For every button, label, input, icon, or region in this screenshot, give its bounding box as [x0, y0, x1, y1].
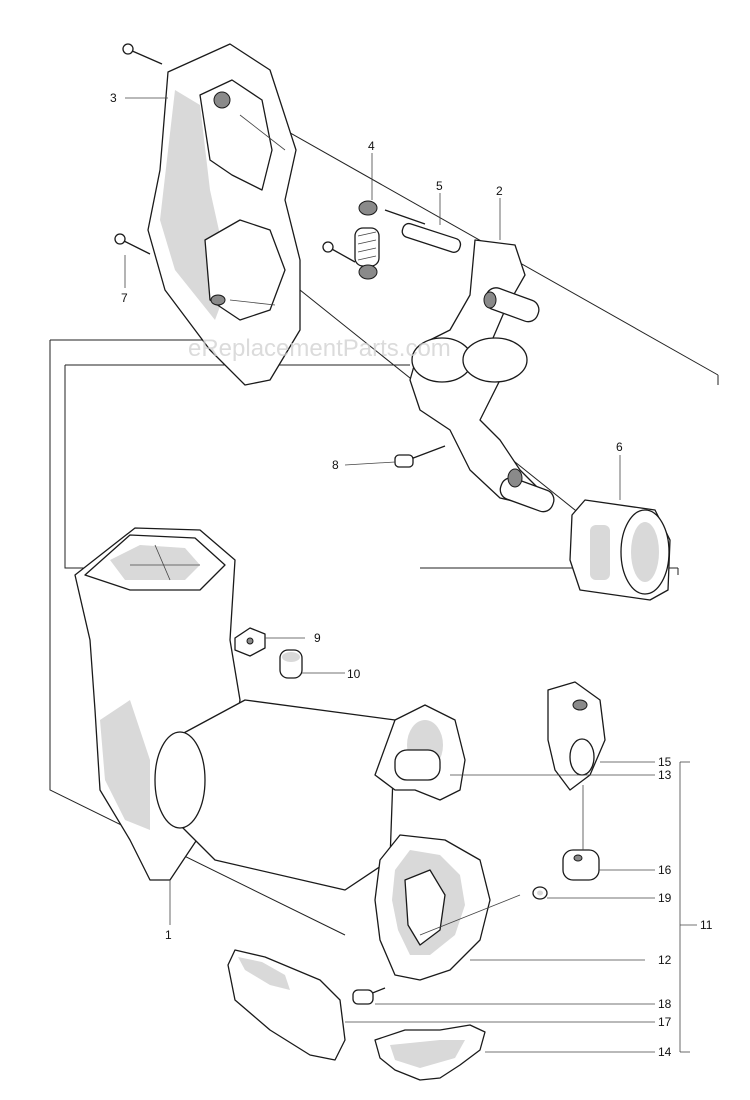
assembly-frames: [49, 99, 719, 936]
screw-7: [114, 233, 151, 255]
leader-lines: [124, 97, 697, 1053]
part-collar: [569, 499, 671, 601]
part-pin: [401, 222, 462, 253]
callout-13: 13: [658, 768, 672, 782]
part-pin-16: [562, 849, 600, 881]
part-washer: [532, 886, 548, 900]
callout-1: 1: [165, 928, 172, 942]
part-handle-clamp: [374, 834, 645, 981]
callout-3: 3: [110, 91, 117, 105]
part-nut: [234, 627, 266, 657]
callout-4: 4: [368, 139, 375, 153]
part-handle-bracket: [409, 239, 555, 513]
part-clamp-upper: [374, 704, 466, 801]
screw-8: [394, 445, 446, 468]
screw-top: [122, 43, 163, 65]
callout-8: 8: [332, 458, 339, 472]
callout-18: 18: [658, 997, 672, 1011]
watermark: eReplacementParts.com: [188, 335, 451, 362]
screw-upper-mid: [322, 241, 356, 263]
screw-18: [352, 987, 386, 1005]
callout-17: 17: [658, 1015, 672, 1029]
callout-7: 7: [121, 291, 128, 305]
part-spring: [354, 200, 426, 280]
part-trigger-lever: [547, 681, 606, 791]
callout-2: 2: [496, 184, 503, 198]
callout-5: 5: [436, 179, 443, 193]
callout-14: 14: [658, 1045, 672, 1059]
callout-9: 9: [314, 631, 321, 645]
callout-15: 15: [658, 755, 672, 769]
part-spacer: [279, 649, 303, 679]
callout-19: 19: [658, 891, 672, 905]
part-upper-housing: [147, 43, 301, 386]
callout-labels: 3 4 5 2 7 8 6 9 10 15 13 16 19 11 1 12 1…: [110, 91, 713, 1059]
callout-16: 16: [658, 863, 672, 877]
callout-11: 11: [700, 918, 713, 932]
part-trigger: [374, 1024, 486, 1081]
callout-12: 12: [658, 953, 672, 967]
callout-10: 10: [347, 667, 361, 681]
part-grip: [227, 949, 346, 1061]
part-main-housing: [74, 527, 396, 891]
callout-6: 6: [616, 440, 623, 454]
